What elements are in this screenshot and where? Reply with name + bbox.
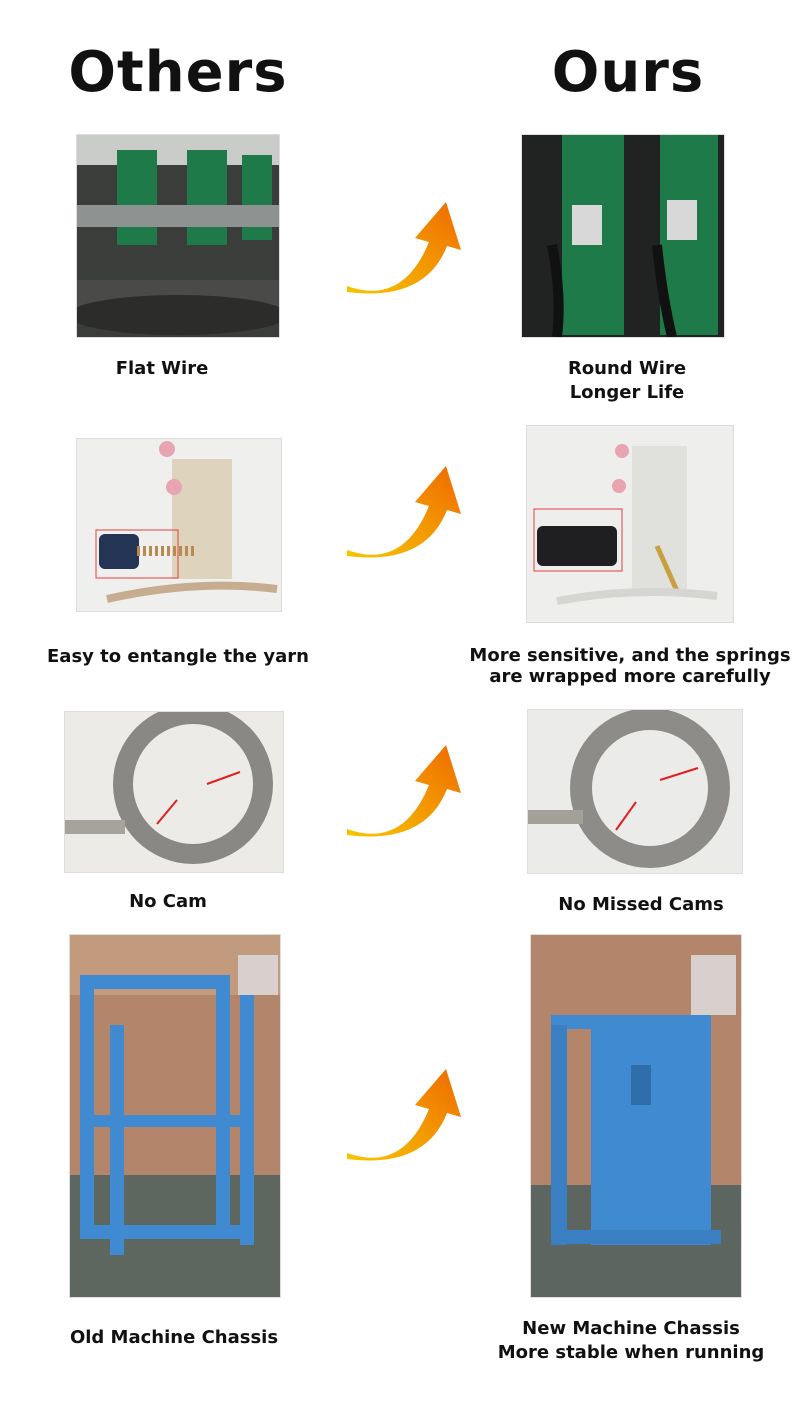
flat-wire-caption: Flat Wire — [115, 358, 209, 379]
arrow-right-icon — [347, 1069, 461, 1161]
more-sensitive-caption-line2: are wrapped more carefully — [489, 666, 771, 687]
new-chassis-caption: New Machine Chassis More stable when run… — [490, 1317, 772, 1365]
arrow-right-icon — [347, 745, 461, 837]
old-chassis-photo — [69, 934, 281, 1298]
others-heading: Others — [68, 40, 288, 105]
round-wire-caption: Round Wire Longer Life — [527, 357, 727, 405]
new-chassis-caption-line1: New Machine Chassis — [522, 1318, 740, 1339]
old-chassis-caption: Old Machine Chassis — [69, 1327, 279, 1348]
flat-wire-photo — [76, 134, 280, 338]
entangle-yarn-caption: Easy to entangle the yarn — [47, 646, 309, 667]
round-wire-caption-line2: Longer Life — [569, 382, 685, 403]
new-chassis-caption-line2: More stable when running — [497, 1342, 765, 1363]
ours-heading: Ours — [551, 40, 705, 105]
arrow-right-icon — [347, 466, 461, 558]
more-sensitive-caption: More sensitive, and the springs are wrap… — [464, 644, 796, 689]
yarn-feeder-new-photo — [526, 425, 734, 623]
no-missed-cams-caption: No Missed Cams — [558, 894, 724, 915]
cam-ring-new-photo — [527, 709, 743, 874]
arrow-right-icon — [347, 202, 461, 294]
more-sensitive-caption-line1: More sensitive, and the springs — [469, 645, 791, 666]
no-cam-caption: No Cam — [129, 891, 207, 912]
round-wire-photo — [521, 134, 725, 338]
round-wire-caption-line1: Round Wire — [567, 358, 687, 379]
cam-ring-old-photo — [64, 711, 284, 873]
new-chassis-photo — [530, 934, 742, 1298]
yarn-feeder-old-photo — [76, 438, 282, 612]
